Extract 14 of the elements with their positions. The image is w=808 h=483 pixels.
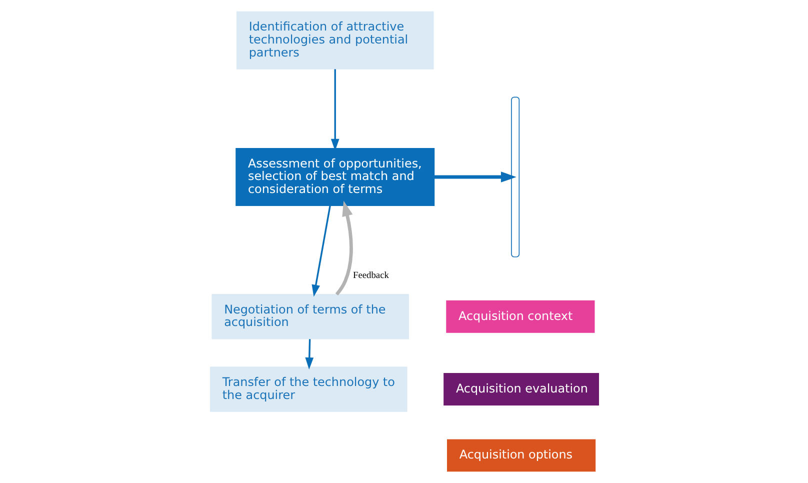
node-box: Acquisition evaluation	[443, 373, 599, 406]
node-box: Identification of attractive technologies and potential partners	[236, 11, 434, 70]
node-box: Assessment of opportunities, selection of best match and consideration of terms	[235, 148, 434, 206]
node-brace	[510, 96, 520, 258]
node-box: Acquisition context	[446, 300, 594, 333]
node-box: Acquisition options	[446, 439, 596, 472]
node-box: Negotiation of terms of the acquisition	[211, 294, 408, 340]
arrow	[334, 200, 352, 296]
arrow	[330, 69, 339, 151]
arrow	[311, 206, 330, 297]
arrow	[304, 339, 314, 370]
arrow	[434, 172, 516, 182]
edge-label: Feedback	[352, 271, 388, 282]
node-box: Transfer of the technology to the acquirer	[209, 366, 407, 412]
